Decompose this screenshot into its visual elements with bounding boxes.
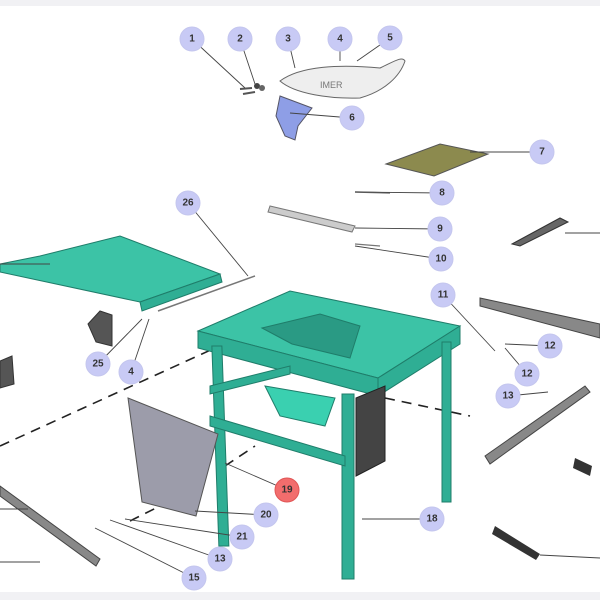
svg-text:19: 19 <box>281 485 293 496</box>
svg-text:8: 8 <box>439 188 445 199</box>
callouts: 1 2 3 4 5 6 7 8 9 10 11 12 12 13 26 25 4… <box>85 25 563 591</box>
side-fence-rail <box>479 297 600 339</box>
extension-table <box>0 235 256 312</box>
svg-text:11: 11 <box>438 290 449 301</box>
handle-right <box>573 458 592 476</box>
callout-6[interactable]: 6 <box>339 105 365 131</box>
callout-13[interactable]: 13 <box>495 383 521 409</box>
assembly-dash-lines <box>0 347 471 522</box>
callout-2[interactable]: 2 <box>227 26 253 52</box>
callout-3[interactable]: 3 <box>275 26 301 52</box>
callout-8[interactable]: 8 <box>429 180 455 206</box>
leader-lines <box>0 37 600 579</box>
callout-1[interactable]: 1 <box>179 26 205 52</box>
riving-knife-plate <box>275 95 313 141</box>
callout-26[interactable]: 26 <box>175 190 201 216</box>
svg-text:12: 12 <box>544 341 556 352</box>
lower-rail-right <box>484 385 591 465</box>
svg-text:10: 10 <box>435 254 447 265</box>
rail-9 <box>267 205 356 233</box>
table-insert-plate <box>384 143 490 177</box>
svg-text:13: 13 <box>214 554 226 565</box>
svg-text:4: 4 <box>337 34 343 45</box>
callout-15[interactable]: 15 <box>181 565 207 591</box>
callout-5[interactable]: 5 <box>377 25 403 51</box>
callout-4[interactable]: 4 <box>327 26 353 52</box>
callout-11[interactable]: 11 <box>430 282 456 308</box>
svg-text:2: 2 <box>237 34 243 45</box>
lower-rail-left <box>0 485 101 567</box>
handle-wheel <box>492 526 540 560</box>
svg-text:4: 4 <box>128 367 134 378</box>
callout-25[interactable]: 25 <box>85 351 111 377</box>
svg-text:25: 25 <box>92 359 104 370</box>
svg-text:12: 12 <box>521 369 533 380</box>
callout-9[interactable]: 9 <box>427 216 453 242</box>
svg-text:5: 5 <box>387 33 393 44</box>
rod-10 <box>354 243 381 247</box>
callout-10[interactable]: 10 <box>428 246 454 272</box>
svg-text:26: 26 <box>182 198 194 209</box>
svg-text:3: 3 <box>285 34 291 45</box>
callout-4-b[interactable]: 4 <box>118 359 144 385</box>
bracket <box>510 217 570 247</box>
saw-table <box>196 290 462 580</box>
diagram-canvas: IMER <box>0 25 600 591</box>
svg-text:15: 15 <box>188 573 200 584</box>
callout-7[interactable]: 7 <box>529 139 555 165</box>
callout-18[interactable]: 18 <box>419 506 445 532</box>
svg-text:18: 18 <box>426 514 438 525</box>
guard-brand-text: IMER <box>320 80 343 90</box>
mounting-bracket <box>87 310 113 347</box>
svg-text:21: 21 <box>236 532 248 543</box>
side-panel <box>127 397 219 517</box>
callout-12-b[interactable]: 12 <box>514 361 540 387</box>
svg-text:1: 1 <box>189 34 195 45</box>
svg-text:13: 13 <box>502 391 514 402</box>
blade-guard: IMER <box>279 58 406 99</box>
callout-19-highlighted[interactable]: 19 <box>274 477 300 503</box>
callout-13-b[interactable]: 13 <box>207 546 233 572</box>
callout-12[interactable]: 12 <box>537 333 563 359</box>
svg-text:7: 7 <box>539 147 545 158</box>
mounting-bracket-left <box>0 355 15 389</box>
svg-text:6: 6 <box>349 113 355 124</box>
callout-20[interactable]: 20 <box>253 502 279 528</box>
bolts <box>239 83 265 95</box>
svg-text:20: 20 <box>260 510 272 521</box>
svg-text:9: 9 <box>437 224 443 235</box>
callout-21[interactable]: 21 <box>229 524 255 550</box>
